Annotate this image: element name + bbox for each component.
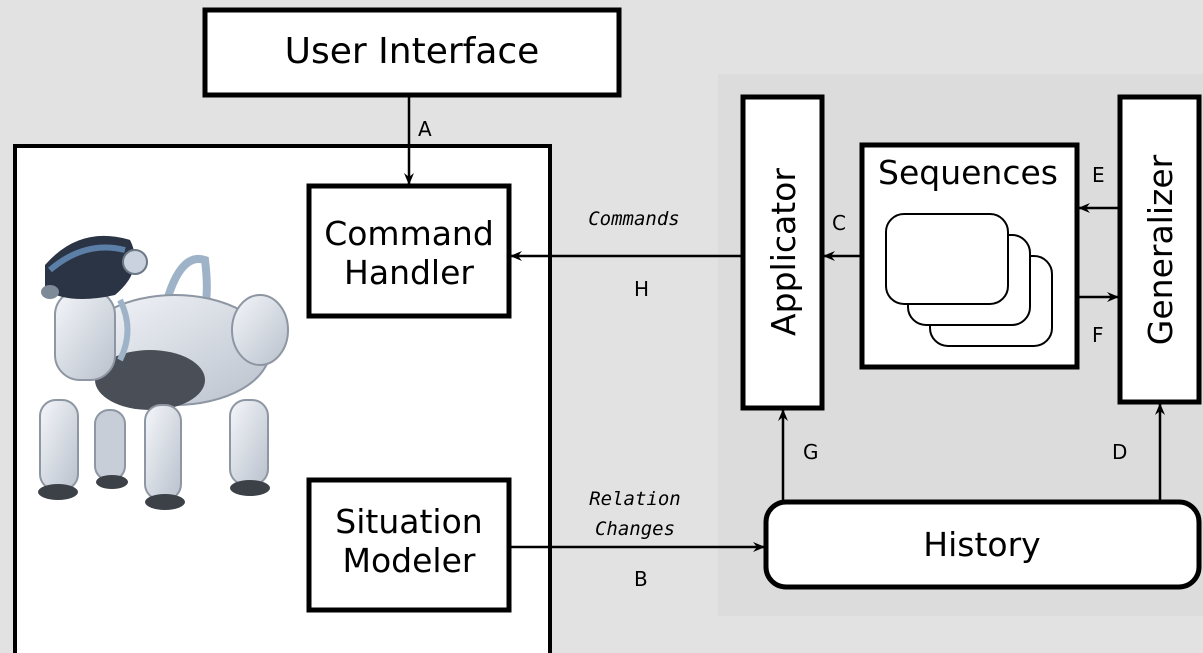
situation-modeler-label-line1: Situation [335,502,482,541]
history-box [763,499,1202,590]
user-interface-box [202,7,622,98]
edge-letter-h: H [634,277,649,301]
edge-letter-b: B [634,567,648,591]
command-handler-box [306,183,512,319]
robot-dog-icon [38,235,289,510]
edge-letter-e: E [1092,163,1105,187]
edge-letter-g: G [803,440,819,464]
edge-letter-d: D [1112,440,1127,464]
edge-letter-c: C [832,211,846,235]
edge-letter-f: F [1092,323,1104,347]
command-handler-label-line1: Command [324,214,494,253]
generalizer-label: Generalizer [1141,154,1180,345]
generalizer-box [1117,94,1202,405]
commands-label: Commands [588,208,680,230]
situation-modeler-label-line2: Modeler [343,541,476,580]
relation-changes-label-line1: Relation [589,488,681,510]
sequences-label: Sequences [878,153,1058,192]
command-handler-label-line2: Handler [344,253,474,292]
relation-changes-label-line2: Changes [595,518,675,540]
edge-letter-a: A [418,117,432,141]
situation-modeler-box [306,477,512,613]
applicator-box [740,94,825,411]
user-interface-label: User Interface [285,31,540,72]
history-label: History [923,525,1040,564]
applicator-label: Applicator [764,168,803,336]
sequence-card-1 [885,213,1009,305]
